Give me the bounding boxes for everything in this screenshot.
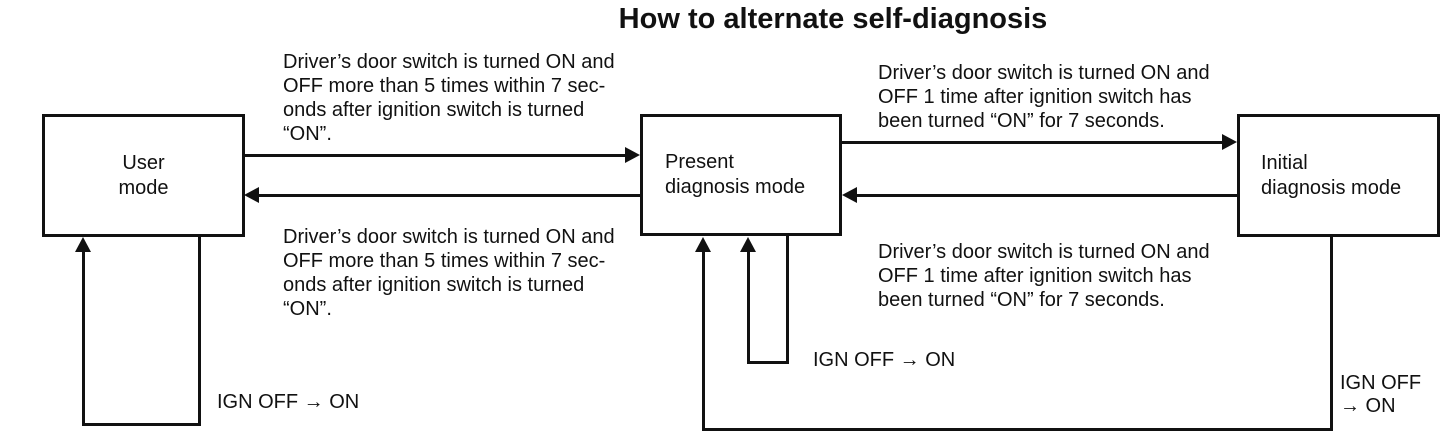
node-initial-diagnosis-mode: Initial diagnosis mode [1237, 114, 1440, 237]
ign-label-initial-loop-line2: → ON [1340, 395, 1396, 417]
node-user-mode-line1: User [122, 151, 165, 174]
label-present-to-initial-line3: been turned “ON” for 7 seconds. [878, 110, 1165, 132]
node-present-line2: diagnosis mode [665, 176, 806, 198]
present-loop-bottom-line [747, 361, 789, 364]
ign-label-user-loop: IGN OFF → ON [217, 391, 360, 413]
present-loop-up-line [747, 251, 750, 364]
label-initial-to-present-line3: been turned “ON” for 7 seconds. [878, 289, 1165, 311]
node-present-line1: Present [665, 151, 734, 173]
node-user-mode-label: User mode [118, 151, 168, 201]
label-present-to-user-line1: Driver’s door switch is turned ON and [283, 226, 615, 248]
label-user-to-present-line2: OFF more than 5 times within 7 sec- [283, 75, 606, 97]
node-user-mode-line2: mode [118, 176, 169, 199]
label-present-to-user-line3: onds after ignition switch is turned [283, 274, 585, 296]
initial-loop-bottom-line [702, 428, 1333, 431]
label-user-to-present: Driver’s door switch is turned ON and OF… [283, 50, 615, 146]
label-present-to-initial: Driver’s door switch is turned ON and OF… [878, 61, 1210, 133]
arrow-present-to-initial-head-icon [1222, 134, 1237, 150]
node-initial-line2: diagnosis mode [1261, 176, 1402, 199]
arrow-user-to-present-line [245, 154, 626, 157]
label-initial-to-present: Driver’s door switch is turned ON and OF… [878, 240, 1210, 312]
arrow-present-to-user-line [259, 194, 640, 197]
initial-loop-down-line [1330, 237, 1333, 431]
user-loop-down-line [198, 236, 201, 426]
label-user-to-present-line3: onds after ignition switch is turned [283, 99, 585, 121]
node-present-diagnosis-mode-label: Present diagnosis mode [665, 150, 805, 200]
label-user-to-present-line4: “ON”. [283, 123, 332, 145]
arrow-initial-to-present-head-icon [842, 187, 857, 203]
initial-loop-arrowhead-icon [695, 237, 711, 252]
ign-label-initial-loop: IGN OFF → ON [1340, 372, 1421, 418]
node-user-mode: User mode [42, 114, 245, 237]
label-present-to-user-line4: “ON”. [283, 298, 332, 320]
initial-loop-up-line [702, 251, 705, 431]
arrow-initial-to-present-line [857, 194, 1237, 197]
arrow-present-to-user-head-icon [244, 187, 259, 203]
node-present-diagnosis-mode: Present diagnosis mode [640, 114, 842, 236]
label-present-to-initial-line2: OFF 1 time after ignition switch has [878, 86, 1192, 108]
user-loop-bottom-line [82, 423, 201, 426]
user-loop-arrowhead-icon [75, 237, 91, 252]
user-loop-up-line [82, 251, 85, 426]
diagram-title: How to alternate self-diagnosis [618, 3, 1048, 35]
label-initial-to-present-line1: Driver’s door switch is turned ON and [878, 241, 1210, 263]
label-initial-to-present-line2: OFF 1 time after ignition switch has [878, 265, 1192, 287]
label-present-to-initial-line1: Driver’s door switch is turned ON and [878, 62, 1210, 84]
arrow-user-to-present-head-icon [625, 147, 640, 163]
label-user-to-present-line1: Driver’s door switch is turned ON and [283, 51, 615, 73]
node-initial-line1: Initial [1261, 151, 1308, 174]
present-loop-arrowhead-icon [740, 237, 756, 252]
node-initial-diagnosis-mode-label: Initial diagnosis mode [1261, 151, 1401, 201]
label-present-to-user-line2: OFF more than 5 times within 7 sec- [283, 250, 606, 272]
label-present-to-user: Driver’s door switch is turned ON and OF… [283, 225, 615, 321]
arrow-present-to-initial-line [842, 141, 1223, 144]
ign-label-initial-loop-line1: IGN OFF [1340, 372, 1422, 394]
ign-label-present-loop: IGN OFF → ON [813, 349, 956, 371]
present-loop-down-line [786, 236, 789, 364]
